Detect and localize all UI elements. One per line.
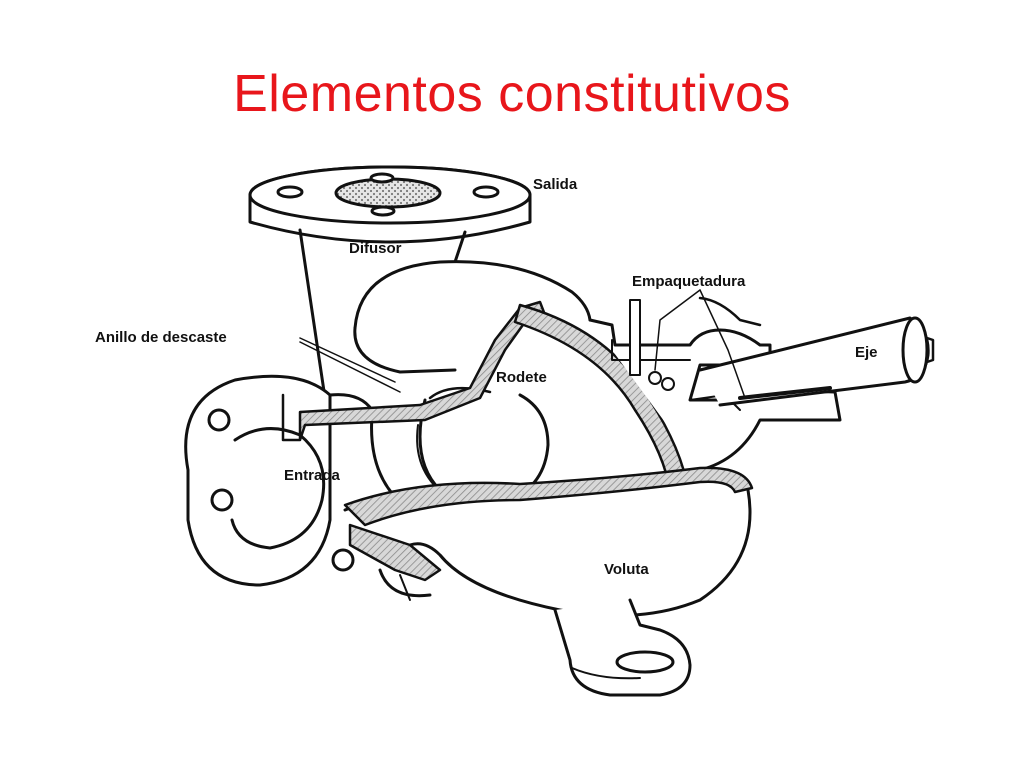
- label-entrada: Entrada: [284, 467, 341, 484]
- pump-foot: [553, 598, 692, 697]
- label-eje: Eje: [855, 344, 878, 361]
- label-rodete: Rodete: [496, 369, 547, 386]
- volute-section: [343, 466, 754, 527]
- pump-diagram: Salida Difusor Empaquetadura Anillo de d…: [95, 165, 935, 697]
- label-empaquetadura: Empaquetadura: [632, 273, 746, 290]
- slide-title: Elementos constitutivos: [233, 65, 791, 123]
- label-voluta: Voluta: [604, 561, 649, 578]
- diffuser-neck: [298, 228, 467, 400]
- shaft: [698, 316, 935, 407]
- outlet-flange: [248, 165, 532, 244]
- volute-lower: [343, 466, 754, 618]
- label-difusor: Difusor: [349, 240, 402, 257]
- label-anillo: Anillo de descaste: [95, 329, 227, 346]
- label-salida: Salida: [533, 176, 578, 193]
- inlet-flange: [184, 374, 374, 587]
- casing-back: [588, 318, 842, 472]
